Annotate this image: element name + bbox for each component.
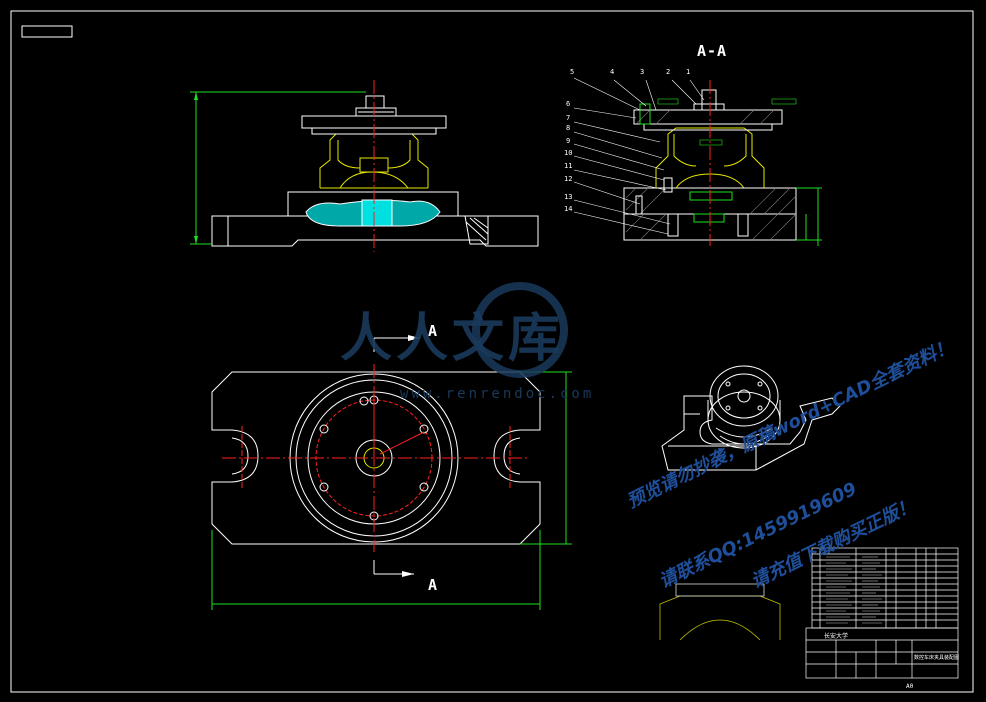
- sheet-outer-border: [10, 10, 974, 693]
- watermark-url: www.renrendoc.com: [400, 386, 595, 402]
- title-school: 长安大学: [824, 633, 849, 640]
- part-number-13: 13: [564, 193, 573, 201]
- part-number-1: 1: [686, 68, 691, 76]
- part-number-9: 9: [566, 137, 571, 145]
- isometric-view: [661, 365, 841, 471]
- section-a-a-view: [573, 77, 822, 246]
- section-mark-top: A: [428, 322, 438, 340]
- title-drawing-name: 数控车床夹具装配图: [914, 655, 960, 661]
- title-block: [805, 627, 959, 679]
- part-number-5: 5: [570, 68, 575, 76]
- part-number-6: 6: [566, 100, 571, 108]
- part-number-10: 10: [564, 149, 573, 157]
- part-number-14: 14: [564, 205, 573, 213]
- front-view: [190, 80, 539, 252]
- ghost-front-view: [659, 583, 781, 641]
- top-view: [211, 335, 572, 610]
- part-number-4: 4: [610, 68, 615, 76]
- part-number-2: 2: [666, 68, 671, 76]
- sheet-label: A0: [906, 683, 914, 690]
- part-number-3: 3: [640, 68, 645, 76]
- watermark-logo-text: 人人文库: [340, 309, 565, 369]
- section-title: A-A: [697, 42, 728, 60]
- sheet-inner-frame: [21, 25, 73, 38]
- section-mark-bottom: A: [428, 576, 438, 594]
- bom-row-marks: [826, 556, 882, 624]
- watermark-logo: [472, 282, 568, 378]
- part-number-12: 12: [564, 175, 573, 183]
- bom-table: [811, 547, 959, 629]
- part-number-7: 7: [566, 114, 571, 122]
- part-number-8: 8: [566, 124, 571, 132]
- part-number-11: 11: [564, 162, 573, 170]
